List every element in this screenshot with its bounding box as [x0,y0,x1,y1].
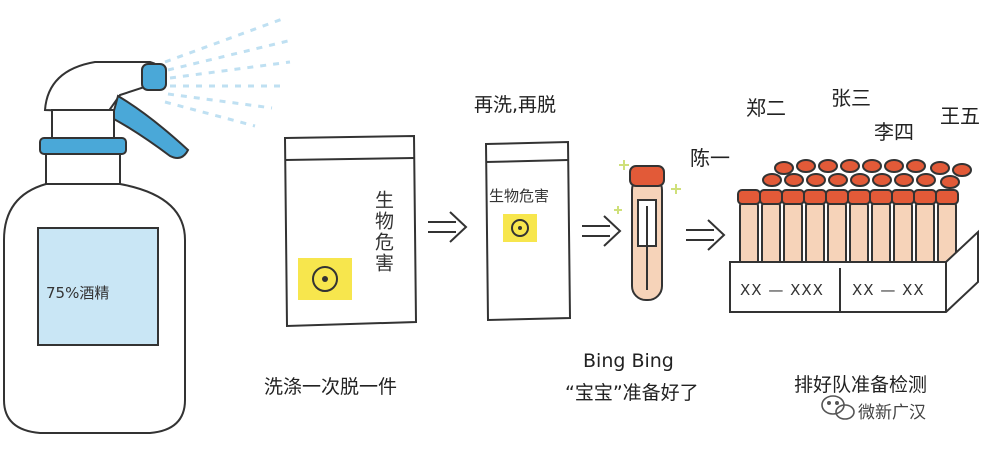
tube-front [913,189,937,271]
bottle-collar [39,137,127,155]
tube-front [869,189,893,271]
spray-nozzle [141,63,167,91]
watermark-text: 微新广汉 [858,403,926,423]
caption-wash-again: 再洗,再脱 [474,94,557,116]
wechat-logo [821,395,855,420]
tube-front [781,189,805,271]
spray-bottle [3,16,293,434]
name-label: 李四 [874,120,914,144]
biohazard-bag-large [283,134,418,328]
biohazard-bag-small [484,140,572,322]
caption-bing-line1: Bing Bing [583,350,674,372]
tray-label: XX — XXX [740,281,824,299]
tube-front [891,189,915,271]
bag-small-text: 生物危害 [489,187,550,205]
tube-front [737,189,761,271]
name-label: 郑二 [746,96,786,120]
bottle-label: 75%酒精 [46,284,110,302]
caption-wash-once: 洗涤一次脱一件 [264,376,398,398]
tube-tray [729,159,979,313]
bag-large-text: 生物危害 [372,190,394,274]
spray-trigger [110,94,190,159]
name-label: 陈一 [690,146,730,170]
caption-bing-line2: “宝宝”准备好了 [565,382,699,404]
sample-tube-single [614,160,681,301]
tube-front [803,189,827,271]
tray-label: XX — XX [852,281,925,299]
tube-front [759,189,783,271]
tube-front [825,189,849,271]
arrow-1 [428,211,468,243]
arrow-3 [686,219,726,251]
spray-mist [164,16,293,128]
bottle-liquid-label [37,227,159,346]
tube-front [847,189,871,271]
arrow-2 [582,215,622,247]
caption-queue: 排好队准备检测 [794,374,928,396]
name-label: 王五 [940,104,980,128]
name-label: 张三 [831,86,871,110]
